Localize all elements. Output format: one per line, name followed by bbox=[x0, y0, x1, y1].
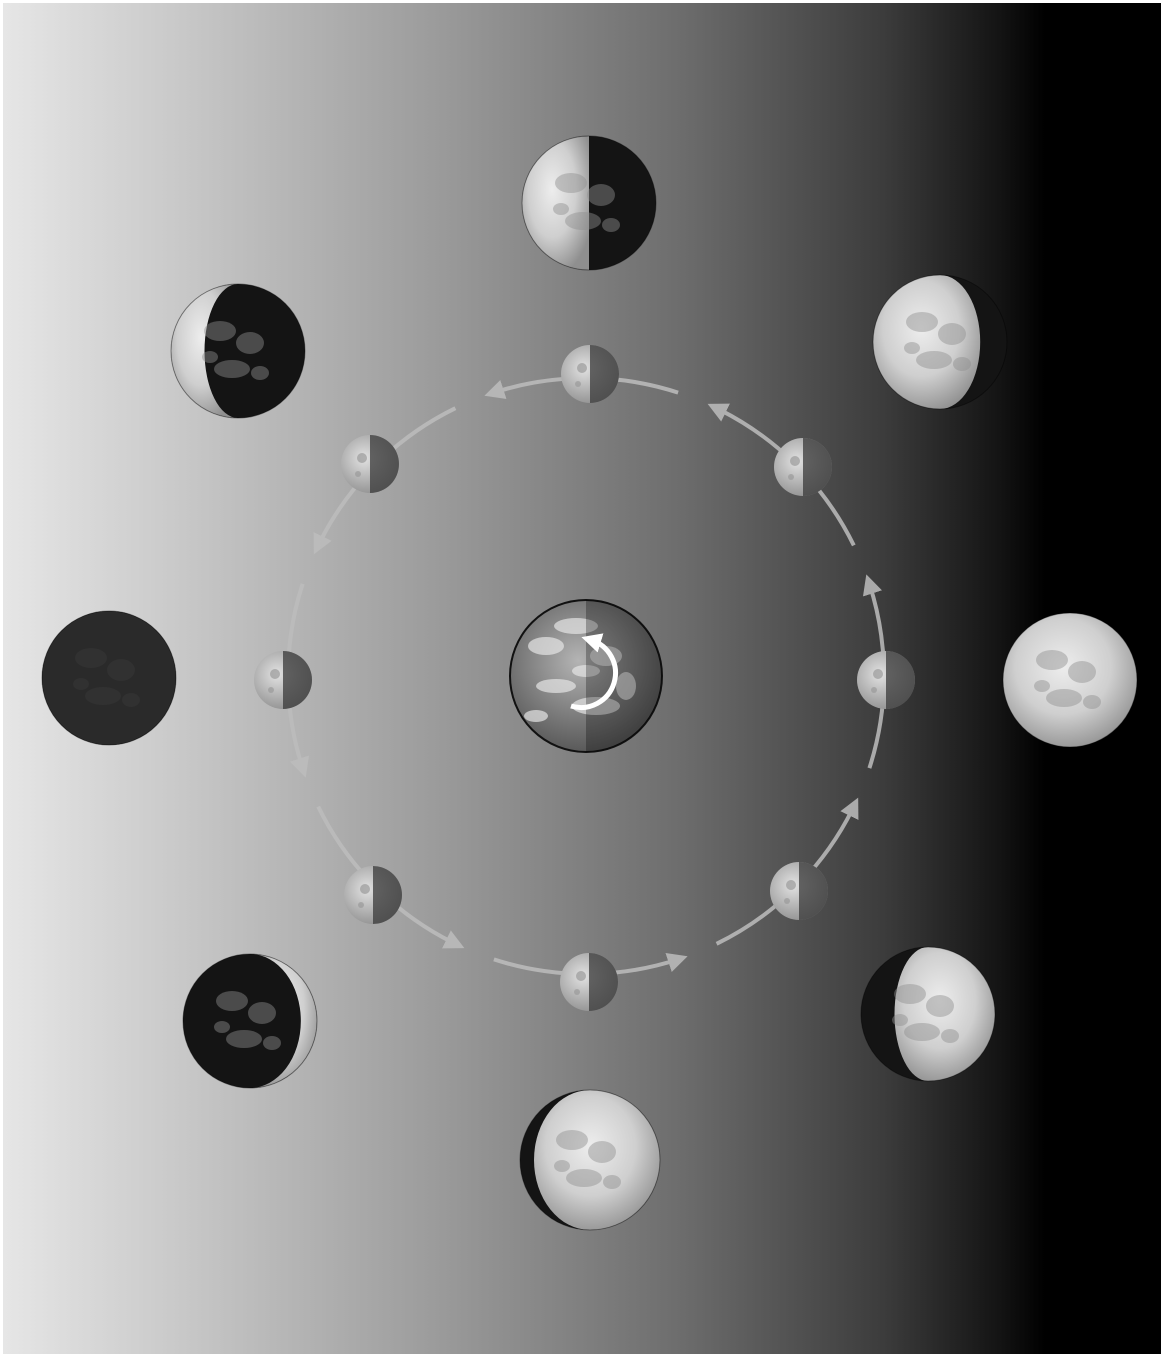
orbit-moon-left bbox=[254, 651, 312, 709]
phase-waning-gibbous bbox=[861, 947, 995, 1081]
orbit-moon-bottom bbox=[560, 953, 618, 1011]
diagram-canvas bbox=[3, 3, 1161, 1354]
phase-waning-crescent bbox=[183, 954, 317, 1088]
orbit-moon-bottom-right bbox=[770, 862, 828, 920]
orbit-moon-top-left bbox=[341, 435, 399, 493]
phase-full-moon bbox=[1003, 613, 1137, 747]
earth bbox=[510, 600, 662, 752]
orbit-moon-right bbox=[857, 651, 915, 709]
earth-icon bbox=[510, 600, 662, 752]
phase-waxing-gibbous bbox=[873, 275, 1007, 409]
orbit-moon-bottom-left bbox=[344, 866, 402, 924]
phase-waxing-crescent bbox=[171, 284, 305, 418]
phase-first-quarter bbox=[522, 136, 656, 270]
phase-new-moon bbox=[42, 611, 176, 745]
orbit-moon-top bbox=[561, 345, 619, 403]
phase-last-quarter bbox=[520, 1090, 660, 1230]
orbit-moon-top-right bbox=[774, 438, 832, 496]
moon-phase-diagram bbox=[3, 3, 1161, 1354]
